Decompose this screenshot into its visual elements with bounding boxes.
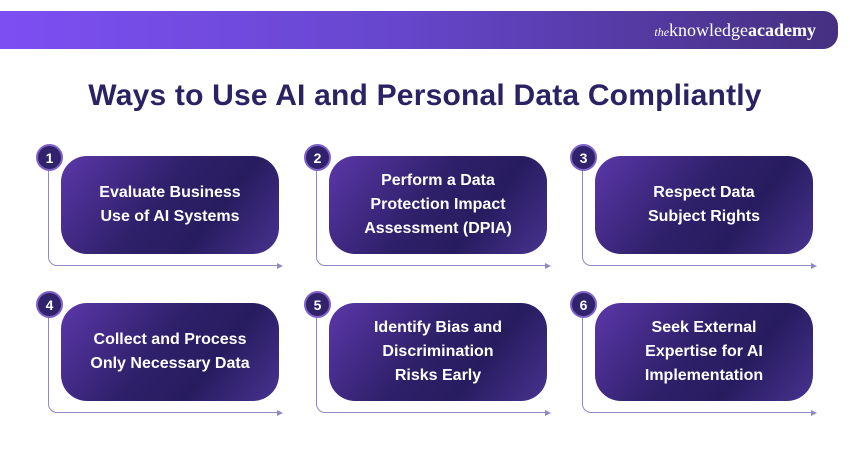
page-title: Ways to Use AI and Personal Data Complia… (88, 79, 762, 112)
connector-arrow (316, 304, 551, 417)
connector-arrow (316, 157, 551, 270)
arrow-head-icon (277, 263, 283, 270)
step-number-badge: 3 (570, 144, 597, 171)
step-5: Identify Bias and Discrimination Risks E… (304, 291, 554, 426)
logo-the: the (654, 24, 670, 39)
arrow-head-icon (277, 410, 283, 417)
step-number-badge: 6 (570, 291, 597, 318)
step-number-badge: 2 (304, 144, 331, 171)
logo-knowledge: knowledge (669, 19, 749, 40)
step-number-badge: 5 (304, 291, 331, 318)
step-card: Identify Bias and Discrimination Risks E… (329, 303, 547, 401)
step-card: Seek External Expertise for AI Implement… (595, 303, 813, 401)
step-number-badge: 1 (36, 144, 63, 171)
logo-academy: academy (748, 19, 816, 40)
arrow-head-icon (811, 263, 817, 270)
step-6: Seek External Expertise for AI Implement… (570, 291, 820, 426)
arrow-head-icon (811, 410, 817, 417)
connector-arrow (582, 157, 817, 270)
step-4: Collect and Process Only Necessary Data … (36, 291, 286, 426)
arrow-head-icon (545, 263, 551, 270)
step-card: Respect Data Subject Rights (595, 156, 813, 254)
step-3: Respect Data Subject Rights 3 (570, 144, 820, 279)
step-card: Evaluate Business Use of AI Systems (61, 156, 279, 254)
connector-arrow (582, 304, 817, 417)
arrow-head-icon (545, 410, 551, 417)
step-card: Collect and Process Only Necessary Data (61, 303, 279, 401)
connector-arrow (48, 304, 283, 417)
step-card: Perform a Data Protection Impact Assessm… (329, 156, 547, 254)
step-number-badge: 4 (36, 291, 63, 318)
step-1: Evaluate Business Use of AI Systems 1 (36, 144, 286, 279)
connector-arrow (48, 157, 283, 270)
step-2: Perform a Data Protection Impact Assessm… (304, 144, 554, 279)
